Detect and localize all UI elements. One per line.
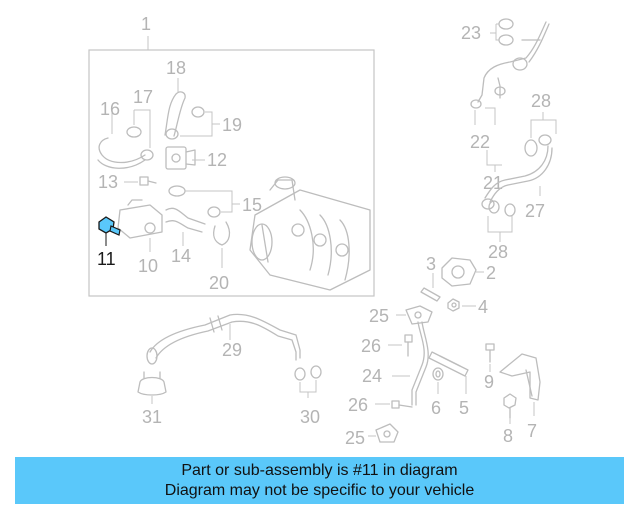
callout-26a: 26: [361, 336, 381, 356]
cap-31: [137, 371, 167, 396]
pipe-14: [165, 207, 206, 233]
callout-26b: 26: [348, 395, 368, 415]
bolt-11-highlighted: [98, 216, 121, 236]
connector-23: [498, 18, 541, 46]
stud-3: [420, 287, 441, 302]
gasket-25-upper: [405, 305, 433, 325]
solenoid-10: [117, 199, 163, 239]
gasket-2: [441, 257, 477, 287]
callout-10: 10: [138, 256, 158, 276]
pipe-24: [411, 321, 429, 406]
bolt-9: [485, 343, 495, 363]
clamps-19: [165, 106, 205, 140]
intake-pipe-29: [146, 313, 301, 365]
callout-2: 2: [486, 263, 496, 283]
callout-25a: 25: [369, 306, 389, 326]
assembly-box: [88, 49, 375, 297]
callout-19: 19: [222, 115, 242, 135]
callout-28b: 28: [488, 242, 508, 262]
callout-6: 6: [431, 398, 441, 418]
callout-30: 30: [300, 407, 320, 427]
callout-25b: 25: [345, 428, 365, 448]
callout-22: 22: [470, 132, 490, 152]
callout-18: 18: [166, 58, 186, 78]
callout-21: 21: [483, 173, 503, 193]
water-pipe-27: [481, 145, 553, 210]
bolt-8: [503, 393, 517, 419]
hose-20: [213, 221, 231, 246]
pipe-21: [494, 77, 506, 99]
bolt-26-lower: [391, 400, 413, 409]
oil-line-22: [470, 21, 550, 109]
caption-disclaimer: Diagram may not be specific to your vehi…: [164, 481, 475, 499]
callout-16: 16: [100, 99, 120, 119]
callout-31: 31: [142, 407, 162, 427]
callout-23: 23: [461, 23, 481, 43]
bracket-7: [499, 353, 541, 401]
callout-28a: 28: [531, 91, 551, 111]
caption-bar: Part or sub-assembly is #11 in diagram D…: [15, 457, 624, 504]
bracket-5: [428, 351, 469, 377]
callout-27: 27: [525, 201, 545, 221]
callout-1: 1: [141, 14, 151, 34]
callout-15: 15: [242, 195, 262, 215]
clamp-17: [126, 126, 154, 161]
parts-diagram: 1 16 17 18 19 12: [88, 14, 557, 448]
callout-24: 24: [362, 366, 382, 386]
bolt-13: [139, 176, 157, 186]
gasket-25-lower: [375, 423, 399, 443]
callout-9: 9: [484, 372, 494, 392]
nut-4: [447, 298, 460, 312]
callout-29: 29: [222, 340, 242, 360]
clamps-30: [294, 365, 322, 381]
caption-part-note: Part or sub-assembly is #11 in diagram: [181, 461, 458, 479]
turbocharger-manifold: [249, 176, 371, 291]
callout-12: 12: [207, 150, 227, 170]
callout-5: 5: [459, 398, 469, 418]
washer-6: [432, 367, 444, 381]
callout-7: 7: [527, 421, 537, 441]
hose-18: [164, 91, 186, 137]
callout-17: 17: [133, 87, 153, 107]
fittings-28-upper: [524, 134, 552, 157]
callout-3: 3: [426, 254, 436, 274]
fittings-28-lower: [488, 200, 516, 217]
callout-13: 13: [98, 172, 118, 192]
callout-20: 20: [209, 273, 229, 293]
callout-14: 14: [171, 246, 191, 266]
callout-11: 11: [97, 249, 116, 269]
bolt-26-upper: [404, 334, 413, 357]
callout-8: 8: [503, 426, 513, 446]
callout-4: 4: [478, 297, 488, 317]
valve-12: [165, 146, 196, 170]
hose-16: [97, 137, 146, 169]
